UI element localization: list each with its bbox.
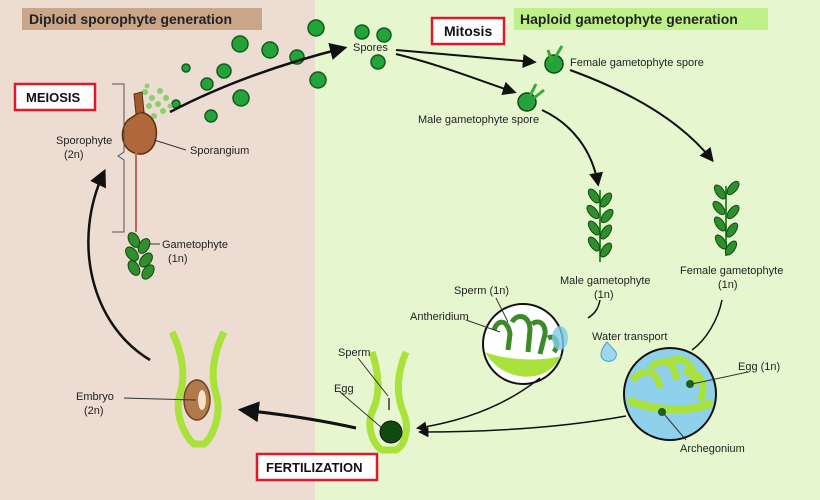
- arrow-to-male-spore: [395, 53, 517, 96]
- arrow-male-plant-to-antheridium: [587, 299, 601, 319]
- male-spore-icon: [517, 83, 545, 112]
- female-gametophyte-ploidy: (1n): [718, 279, 738, 291]
- arrow-to-male-gametophyte: [541, 109, 603, 187]
- female-spore-label: Female gametophyte spore: [570, 57, 704, 69]
- diploid-header-bg: [22, 8, 262, 30]
- embryo-ploidy: (2n): [84, 405, 104, 417]
- water-droplet: [600, 341, 617, 362]
- archegonium-closeup: [623, 347, 717, 441]
- gametophyte-ploidy: (1n): [168, 253, 188, 265]
- female-spore-icon: [544, 45, 564, 74]
- fertilization-box: [255, 452, 379, 482]
- spore-cluster: [171, 19, 392, 123]
- arrow-archegonium-to-fertilization: [417, 415, 627, 438]
- diploid-header: Diploid sporophyte generation: [29, 11, 232, 27]
- sporophyte-brace: [112, 83, 125, 233]
- fertilization-structure: [366, 350, 410, 454]
- embryo-structure: [168, 330, 228, 448]
- sporophyte-ploidy: (2n): [64, 149, 84, 161]
- haploid-header-bg: [514, 8, 768, 30]
- sperm1n-label: Sperm (1n): [454, 285, 509, 297]
- gametophyte-label: Gametophyte: [162, 239, 228, 251]
- egg-label: Egg: [334, 383, 354, 395]
- antheridium-closeup: [482, 303, 568, 385]
- male-gametophyte-ploidy: (1n): [594, 289, 614, 301]
- sporangium-pointer: [153, 139, 187, 151]
- antheridium-label: Antheridium: [410, 311, 469, 323]
- arrow-to-female-spore: [395, 49, 537, 68]
- embryo-pointer: [123, 397, 197, 401]
- arrow-female-plant-to-archegonium: [691, 299, 723, 351]
- embryo-label: Embryo: [76, 391, 114, 403]
- arrow-fertilization-to-embryo: [237, 401, 357, 430]
- haploid-header: Haploid gametophyte generation: [520, 11, 738, 27]
- sporangium-label: Sporangium: [190, 145, 249, 157]
- sporangium: [121, 111, 158, 155]
- sperm-label: Sperm: [338, 347, 370, 359]
- fertilization-label: FERTILIZATION: [266, 460, 363, 475]
- antheridium-pointer: [465, 319, 501, 333]
- archegonium-label: Archegonium: [680, 443, 745, 455]
- male-spore-label: Male gametophyte spore: [418, 114, 539, 126]
- male-gametophyte-plant: [586, 188, 614, 262]
- sperm-pointer: [357, 357, 389, 397]
- sperm1n-pointer: [495, 297, 509, 323]
- left-gametophyte-plant: [125, 232, 155, 280]
- male-gametophyte-label: Male gametophyte: [560, 275, 651, 287]
- arrow-antheridium-to-fertilization: [415, 377, 541, 432]
- diploid-background: [0, 0, 315, 500]
- sporophyte-label: Sporophyte: [56, 135, 112, 147]
- arrow-sporangium-to-spores: [169, 42, 348, 114]
- mitosis-box: [430, 16, 506, 46]
- haploid-background: [315, 0, 820, 500]
- female-gametophyte-plant: [712, 180, 740, 256]
- arrow-embryo-to-sporophyte: [87, 168, 151, 362]
- meiosis-label: MEIOSIS: [26, 90, 81, 105]
- egg1n-label: Egg (1n): [738, 361, 780, 373]
- arrow-to-female-gametophyte: [569, 69, 714, 163]
- meiosis-box: [13, 82, 97, 112]
- archegonium-pointer: [663, 413, 687, 441]
- mitosis-label: Mitosis: [444, 23, 492, 39]
- egg-pointer: [339, 391, 383, 429]
- water-transport-label: Water transport: [592, 331, 667, 343]
- spores-label: Spores: [353, 42, 388, 54]
- sporangium-cap: [133, 91, 145, 115]
- female-gametophyte-label: Female gametophyte: [680, 265, 783, 277]
- egg1n-pointer: [691, 371, 749, 385]
